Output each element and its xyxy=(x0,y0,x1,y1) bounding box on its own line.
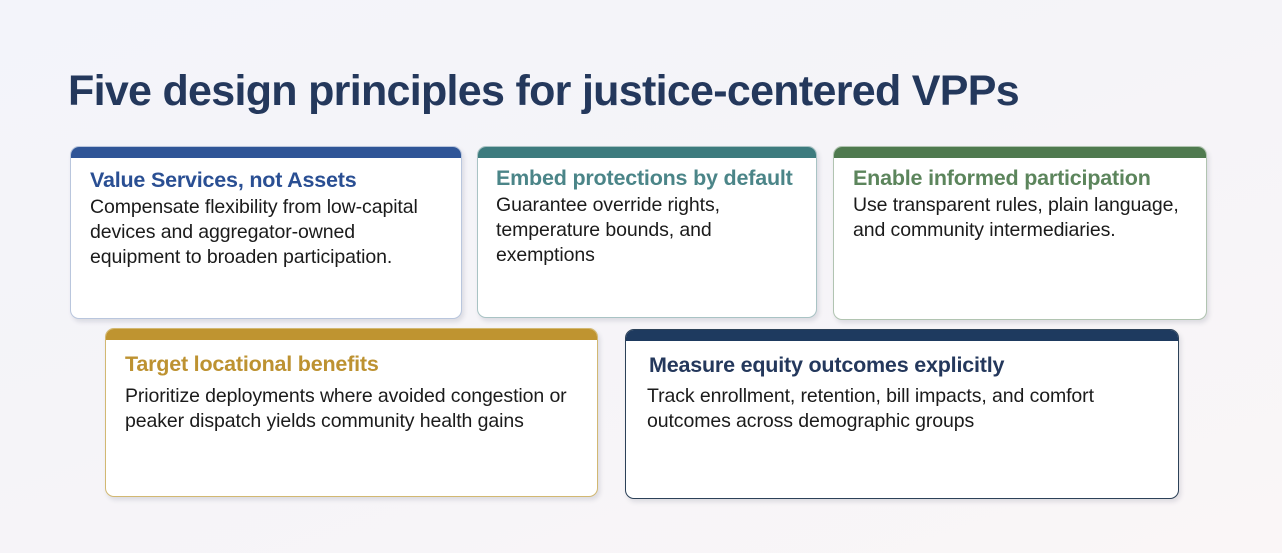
card-heading-enable-informed-participation: Enable informed participation xyxy=(853,166,1151,190)
card-heading-measure-equity-outcomes: Measure equity outcomes explicitly xyxy=(649,353,1005,377)
card-body-enable-informed-participation: Enable informed participation Use transp… xyxy=(834,158,1206,253)
card-heading-target-locational-benefits: Target locational benefits xyxy=(125,352,379,376)
card-accent-bar-embed-protections xyxy=(478,147,816,158)
principle-card-target-locational-benefits: Target locational benefits Prioritize de… xyxy=(105,328,598,497)
principle-card-embed-protections: Embed protections by default Guarantee o… xyxy=(477,146,817,318)
principle-card-value-services: Value Services, not Assets Compensate fl… xyxy=(70,146,462,319)
principle-card-measure-equity-outcomes: Measure equity outcomes explicitly Track… xyxy=(625,329,1179,499)
card-body-embed-protections: Embed protections by default Guarantee o… xyxy=(478,158,816,277)
card-text-enable-informed-participation: Use transparent rules, plain language, a… xyxy=(853,194,1179,241)
principle-card-enable-informed-participation: Enable informed participation Use transp… xyxy=(833,146,1207,320)
card-text-value-services: Compensate flexibility from low-capital … xyxy=(90,196,418,268)
card-accent-bar-target-locational-benefits xyxy=(106,329,597,340)
card-text-target-locational-benefits: Prioritize deployments where avoided con… xyxy=(125,385,567,432)
card-text-embed-protections: Guarantee override rights, temperature b… xyxy=(496,194,720,266)
card-heading-value-services: Value Services, not Assets xyxy=(90,168,357,192)
card-text-measure-equity-outcomes: Track enrollment, retention, bill impact… xyxy=(647,385,1094,432)
card-heading-embed-protections: Embed protections by default xyxy=(496,166,793,190)
card-body-measure-equity-outcomes: Measure equity outcomes explicitly Track… xyxy=(626,341,1178,444)
card-body-target-locational-benefits: Target locational benefits Prioritize de… xyxy=(106,340,597,444)
card-accent-bar-measure-equity-outcomes xyxy=(626,330,1178,341)
card-body-value-services: Value Services, not Assets Compensate fl… xyxy=(71,158,461,279)
card-accent-bar-enable-informed-participation xyxy=(834,147,1206,158)
card-accent-bar-value-services xyxy=(71,147,461,158)
page-title: Five design principles for justice-cente… xyxy=(68,66,1020,115)
